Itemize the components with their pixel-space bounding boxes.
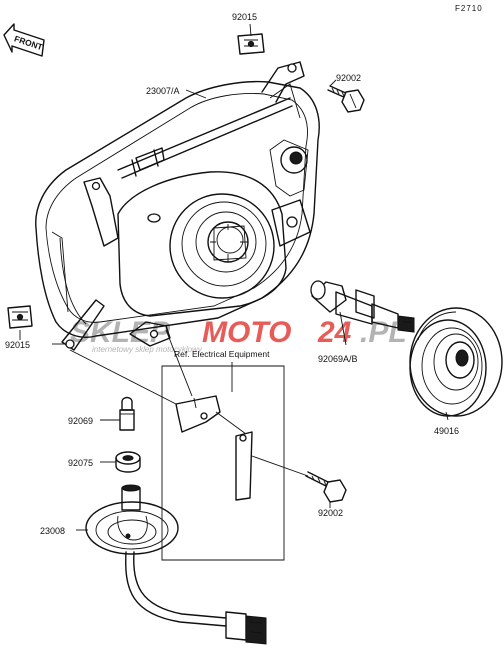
label-23008: 23008 [40,526,65,536]
watermark-moto: MOTO [202,316,291,349]
clip-nut-left [7,305,33,329]
socket-wire-assembly [85,484,267,645]
label-92015-left: 92015 [5,340,30,350]
front-label: FRONT [13,34,45,53]
watermark-tagline: internetowy sklep motocyklowy [92,345,203,354]
label-23007a: 23007/A [146,86,180,96]
label-92002-top: 92002 [336,73,361,83]
bulb-assembly [310,280,415,333]
label-92002-bottom: 92002 [318,508,343,518]
reflector-cover [409,307,503,417]
clip-nut-top [237,33,265,55]
front-arrow-icon: FRONT [3,23,45,57]
label-92069: 92069 [68,416,93,426]
headlight-housing [35,61,320,351]
label-49016: 49016 [434,426,459,436]
ref-electrical-equipment-label: Ref. Electrical Equipment [174,349,270,359]
grommet [115,451,141,473]
label-92075: 92075 [68,458,93,468]
label-92069ab: 92069A/B [318,354,358,364]
ref-electrical-equipment-box: Ref. Electrical Equipment [161,349,285,561]
pilot-bulb [119,396,135,431]
leader-lines [19,23,449,531]
label-92015-top: 92015 [232,12,257,22]
figure-code: F2710 [455,4,483,13]
watermark-24: 24 [317,316,352,349]
bolt-top [327,85,365,113]
bolt-bottom [305,471,347,503]
